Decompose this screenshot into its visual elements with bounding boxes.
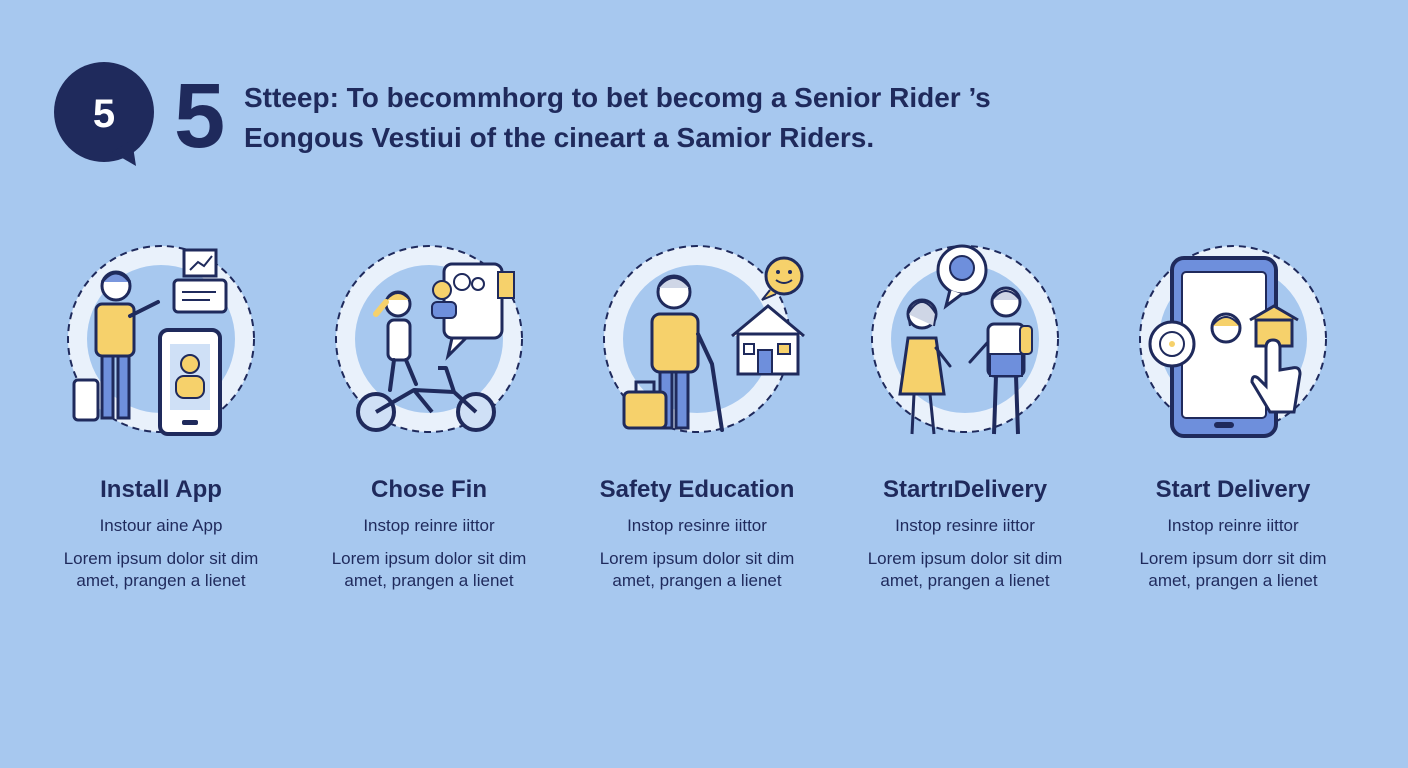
step-description-line-1: Lorem ipsum dolor sit dim <box>867 549 1063 568</box>
step-card-start-delivery: Start Delivery Instop reinre iittor Lore… <box>1098 244 1368 604</box>
step-description-line-2: amet, prangen a lienet <box>880 571 1050 590</box>
page-title-line-2: Eongous Vestiui of the cineart a Samior … <box>244 122 875 153</box>
speech-bubble-icon <box>54 62 154 166</box>
step-subtitle: Instop resinre iittor <box>895 516 1035 535</box>
step-description: Lorem ipsum dolor sit dim amet, prangen … <box>26 548 296 592</box>
step-description-line-1: Lorem ipsum dorr sit dim <box>1139 549 1327 568</box>
header: 5 5 Stteep: To becommhorg to bet becomg … <box>52 62 1052 172</box>
step-description-line-2: amet, prangen a lienet <box>344 571 514 590</box>
step-card-chose-fin: Chose Fin Instop reinre iittor Lorem ips… <box>294 244 564 604</box>
step-description-line-2: amet, prangen a lienet <box>612 571 782 590</box>
step-description-line-1: Lorem ipsum dolor sit dim <box>63 549 259 568</box>
step-count-large: 5 <box>174 65 226 167</box>
steps-row: Install App Instour aine App Lorem ipsum… <box>26 244 1396 604</box>
step-description-line-1: Lorem ipsum dolor sit dim <box>331 549 527 568</box>
step-description: Lorem ipsum dolor sit dim amet, prangen … <box>294 548 564 592</box>
step-card-startr-delivery: StartrıDelivery Instop resinre iittor Lo… <box>830 244 1100 604</box>
step-card-install-app: Install App Instour aine App Lorem ipsum… <box>26 244 296 604</box>
step-description-line-2: amet, prangen a lienet <box>76 571 246 590</box>
install-app-illustration <box>67 245 255 436</box>
step-subtitle: Instop resinre iittor <box>627 516 767 535</box>
step-count-badge: 5 <box>92 92 116 136</box>
step-description: Lorem ipsum dolor sit dim amet, prangen … <box>562 548 832 592</box>
step-description-line-2: amet, prangen a lienet <box>1148 571 1318 590</box>
senior-house-illustration <box>603 245 805 433</box>
step-description-line-1: Lorem ipsum dolor sit dim <box>599 549 795 568</box>
step-title: Chose Fin <box>370 476 487 503</box>
step-card-safety-education: Safety Education Instop resinre iittor L… <box>562 244 832 604</box>
step-title: Install App <box>100 476 222 503</box>
two-people-chat-illustration <box>871 244 1059 435</box>
step-subtitle: Instop reinre iittor <box>363 516 495 535</box>
bicycle-rider-illustration <box>335 245 523 433</box>
step-title: Safety Education <box>599 476 795 503</box>
page-title-line-1: Stteep: To becommhorg to bet becomg a Se… <box>244 82 991 113</box>
step-title: StartrıDelivery <box>882 476 1048 503</box>
step-description: Lorem ipsum dolor sit dim amet, prangen … <box>830 548 1100 592</box>
step-description: Lorem ipsum dorr sit dim amet, prangen a… <box>1098 548 1368 592</box>
phone-tap-illustration <box>1139 245 1327 438</box>
step-title: Start Delivery <box>1155 476 1311 503</box>
step-subtitle: Instour aine App <box>99 516 223 535</box>
step-subtitle: Instop reinre iittor <box>1167 516 1299 535</box>
